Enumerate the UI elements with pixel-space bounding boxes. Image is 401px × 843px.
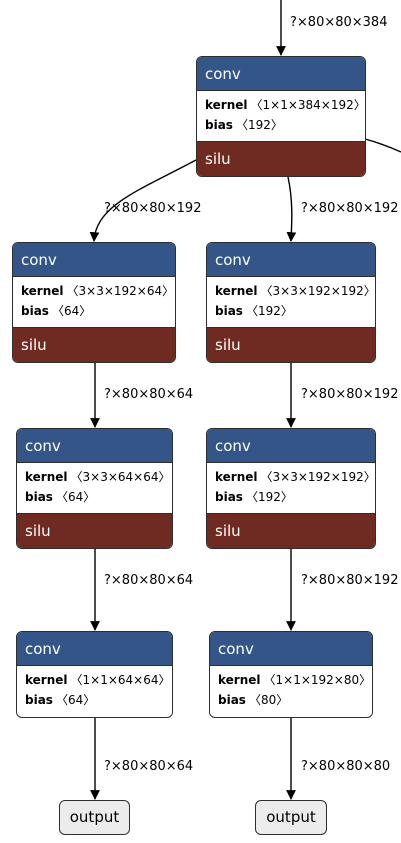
bias-attr: bias〈192〉 [205,115,357,135]
kernel-attr: kernel〈3×3×64×64〉 [25,467,171,487]
edge-label-top-right1: ?×80×80×192 [301,201,399,216]
attr-key: bias [218,693,246,707]
attr-key: bias [21,304,49,318]
kernel-attr: kernel〈3×3×192×192〉 [215,467,375,487]
attr-value: 〈1×1×384×192〉 [250,98,366,112]
conv-node-right3[interactable]: conv kernel〈1×1×192×80〉 bias〈80〉 [209,631,373,718]
edge-top-to-offscreen [364,138,401,153]
edge-label-input: ?×80×80×384 [290,15,388,30]
node-attributes: kernel〈3×3×192×192〉 bias〈192〉 [207,277,375,328]
activation-label: silu [197,142,365,176]
node-attributes: kernel〈1×1×384×192〉 bias〈192〉 [197,91,365,142]
node-attributes: kernel〈1×1×192×80〉 bias〈80〉 [210,666,372,714]
attr-value: 〈64〉 [55,693,96,707]
attr-key: bias [205,118,233,132]
attr-value: 〈1×1×192×80〉 [263,673,372,687]
conv-node-right1[interactable]: conv kernel〈3×3×192×192〉 bias〈192〉 silu [206,242,376,363]
bias-attr: bias〈192〉 [215,301,367,321]
node-attributes: kernel〈3×3×192×64〉 bias〈64〉 [13,277,175,328]
attr-value: 〈192〉 [245,304,293,318]
kernel-attr: kernel〈3×3×192×64〉 [21,281,174,301]
kernel-attr: kernel〈1×1×384×192〉 [205,95,365,115]
output-node-right[interactable]: output [255,800,327,835]
node-title: conv [13,243,175,277]
node-attributes: kernel〈1×1×64×64〉 bias〈64〉 [17,666,172,714]
attr-value: 〈3×3×192×64〉 [66,284,175,298]
attr-value: 〈192〉 [235,118,283,132]
attr-key: kernel [215,284,258,298]
attr-key: bias [25,693,53,707]
node-title: conv [17,632,172,666]
attr-key: bias [215,304,243,318]
bias-attr: bias〈192〉 [215,487,367,507]
edge-label-left2-left3: ?×80×80×64 [104,573,194,588]
node-title: conv [207,429,375,463]
activation-label: silu [207,514,375,548]
attr-value: 〈3×3×192×192〉 [260,284,376,298]
bias-attr: bias〈64〉 [25,690,164,710]
attr-value: 〈3×3×64×64〉 [70,470,171,484]
bias-attr: bias〈64〉 [25,487,164,507]
node-title: conv [197,57,365,91]
conv-node-left2[interactable]: conv kernel〈3×3×64×64〉 bias〈64〉 silu [16,428,173,549]
attr-key: kernel [205,98,248,112]
attr-value: 〈64〉 [51,304,92,318]
kernel-attr: kernel〈3×3×192×192〉 [215,281,375,301]
edge-top-to-right1 [286,176,297,242]
conv-node-right2[interactable]: conv kernel〈3×3×192×192〉 bias〈192〉 silu [206,428,376,549]
attr-key: bias [215,490,243,504]
bias-attr: bias〈80〉 [218,690,364,710]
conv-node-left1[interactable]: conv kernel〈3×3×192×64〉 bias〈64〉 silu [12,242,176,363]
activation-label: silu [207,328,375,362]
attr-key: kernel [25,470,68,484]
node-attributes: kernel〈3×3×192×192〉 bias〈192〉 [207,463,375,514]
attr-value: 〈3×3×192×192〉 [260,470,376,484]
attr-value: 〈64〉 [55,490,96,504]
conv-node-top[interactable]: conv kernel〈1×1×384×192〉 bias〈192〉 silu [196,56,366,177]
bias-attr: bias〈64〉 [21,301,167,321]
attr-key: kernel [218,673,261,687]
node-title: conv [17,429,172,463]
activation-label: silu [13,328,175,362]
edge-label-top-left1: ?×80×80×192 [104,201,202,216]
attr-value: 〈192〉 [245,490,293,504]
edge-label-left3-output: ?×80×80×64 [104,759,194,774]
edge-label-right3-output: ?×80×80×80 [301,759,391,774]
kernel-attr: kernel〈1×1×192×80〉 [218,670,371,690]
activation-label: silu [17,514,172,548]
edge-label-right2-right3: ?×80×80×192 [301,573,399,588]
attr-key: kernel [21,284,64,298]
node-title: conv [207,243,375,277]
attr-key: bias [25,490,53,504]
node-title: conv [210,632,372,666]
conv-node-left3[interactable]: conv kernel〈1×1×64×64〉 bias〈64〉 [16,631,173,718]
edge-label-right1-right2: ?×80×80×192 [301,387,399,402]
attr-key: kernel [25,673,68,687]
attr-value: 〈1×1×64×64〉 [70,673,171,687]
attr-value: 〈80〉 [248,693,289,707]
edge-label-left1-left2: ?×80×80×64 [104,387,194,402]
attr-key: kernel [215,470,258,484]
node-attributes: kernel〈3×3×64×64〉 bias〈64〉 [17,463,172,514]
output-node-left[interactable]: output [59,800,130,835]
kernel-attr: kernel〈1×1×64×64〉 [25,670,171,690]
